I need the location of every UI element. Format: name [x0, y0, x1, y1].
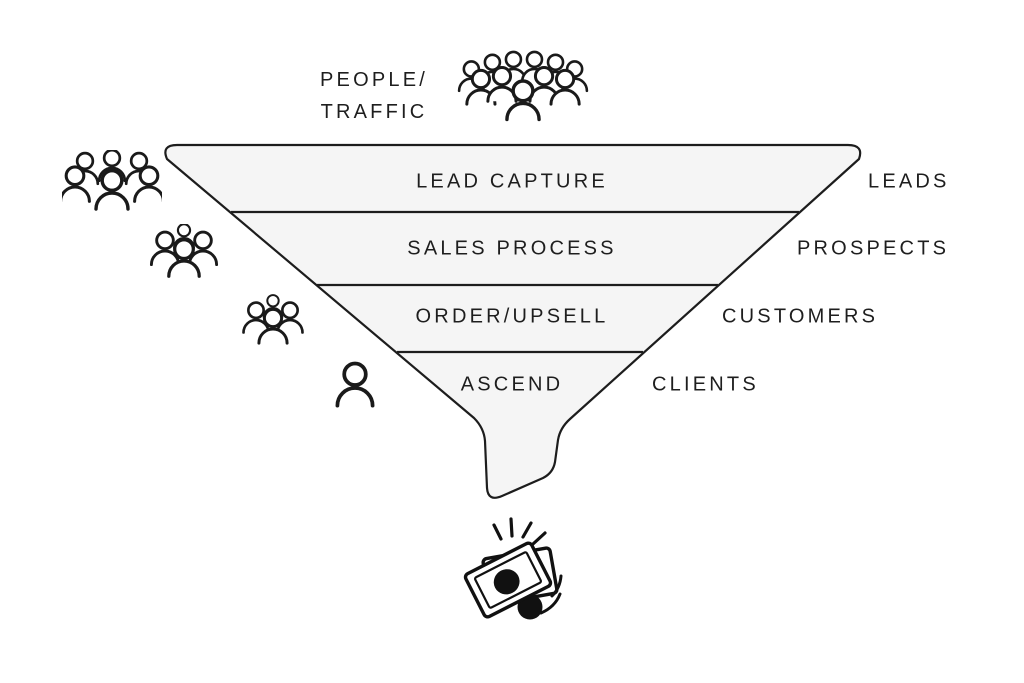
traffic-label-line2: TRAFFIC	[320, 101, 428, 123]
outcome-label-customers: CUSTOMERS	[722, 305, 879, 328]
group-of-three-icon	[242, 294, 304, 345]
outcome-label-leads: LEADS	[868, 170, 950, 193]
sparkle-lines	[492, 517, 547, 546]
stage-label-order-upsell: ORDER/UPSELL	[415, 305, 609, 328]
traffic-label-line1: PEOPLE/	[320, 69, 428, 91]
stage-label-sales-process: SALES PROCESS	[407, 237, 617, 260]
outcome-label-prospects: PROSPECTS	[797, 237, 950, 260]
money-icon	[463, 517, 563, 620]
stage-label-ascend: ASCEND	[460, 373, 564, 396]
single-person-icon	[335, 361, 375, 408]
group-of-four-icon	[149, 224, 219, 278]
traffic-label: PEOPLE/ TRAFFIC	[320, 64, 428, 128]
stage-label-lead-capture: LEAD CAPTURE	[416, 170, 608, 193]
funnel-outline	[164, 143, 862, 499]
outcome-label-clients: CLIENTS	[652, 373, 759, 396]
crowd-of-six-icon	[62, 150, 162, 211]
front-banknote	[463, 541, 553, 619]
motion-arcs	[539, 574, 563, 615]
crowd-icon	[457, 50, 589, 122]
